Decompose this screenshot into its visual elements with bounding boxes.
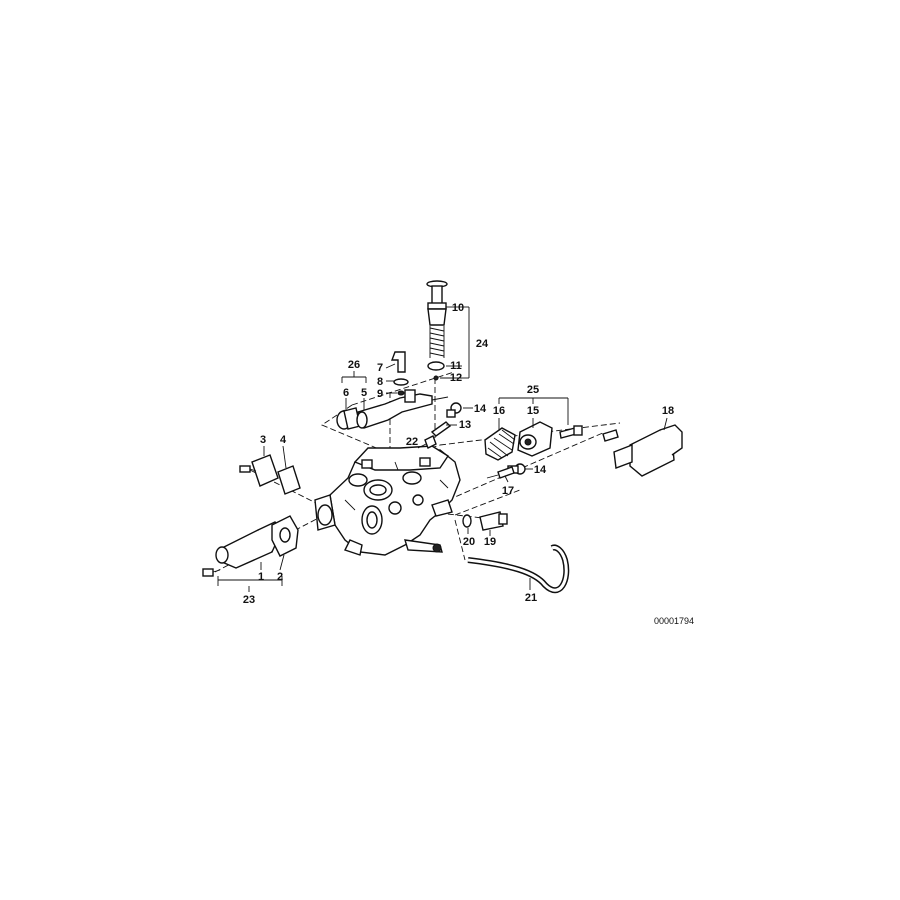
part-10-plunger <box>426 280 448 358</box>
part-screw-left-top <box>239 465 257 473</box>
part-18-solenoid <box>602 424 683 477</box>
callout-5: 5 <box>361 387 367 399</box>
part-19-fitting <box>479 511 508 531</box>
callout-brackets <box>217 306 668 592</box>
part-3-plate <box>251 454 279 487</box>
part-17-needle <box>486 466 515 479</box>
callout-13: 13 <box>459 419 471 431</box>
callout-21: 21 <box>525 592 537 604</box>
callout-20: 20 <box>463 536 475 548</box>
part-16-filter <box>484 427 516 461</box>
callout-24: 24 <box>476 338 489 350</box>
callout-12: 12 <box>450 372 462 384</box>
callout-labels: 1 2 23 3 4 26 6 5 7 8 9 10 24 11 12 25 1… <box>243 302 674 606</box>
part-20-washer <box>462 514 472 528</box>
callout-3: 3 <box>260 434 266 446</box>
callout-10: 10 <box>452 302 464 314</box>
callout-18: 18 <box>662 405 674 417</box>
part-21-hose <box>467 544 570 594</box>
part-5-shaft <box>356 389 449 429</box>
part-25-screw <box>559 425 583 439</box>
callout-9: 9 <box>377 388 383 400</box>
callout-19: 19 <box>484 536 496 548</box>
part-2-gasket <box>271 515 299 557</box>
part-7-elbow <box>390 351 406 373</box>
callout-23: 23 <box>243 594 255 606</box>
part-12-ball <box>433 375 439 381</box>
callout-8: 8 <box>377 376 383 388</box>
callout-14-top: 14 <box>474 403 487 415</box>
part-13-screw <box>430 421 452 437</box>
callout-1: 1 <box>258 571 264 583</box>
callout-25: 25 <box>527 384 539 396</box>
diagram-reference-number: 00001794 <box>654 616 694 626</box>
part-4-plate <box>277 465 301 495</box>
part-22-jet <box>424 435 437 449</box>
callout-14-right: 14 <box>534 464 547 476</box>
callout-17: 17 <box>502 485 514 497</box>
callout-11: 11 <box>450 360 462 372</box>
part-6-bushing <box>336 407 361 430</box>
callout-26: 26 <box>348 359 360 371</box>
part-9-washer <box>397 390 405 396</box>
part-15-housing <box>517 421 553 457</box>
carburetor-body <box>314 445 461 556</box>
callout-16: 16 <box>493 405 505 417</box>
part-14-screw-top <box>446 402 462 418</box>
callout-15: 15 <box>527 405 539 417</box>
part-11-washer <box>427 361 445 371</box>
callout-6: 6 <box>343 387 349 399</box>
part-screw-left-bottom <box>202 568 221 577</box>
callout-2: 2 <box>277 571 283 583</box>
callout-7: 7 <box>377 362 383 374</box>
callout-4: 4 <box>280 434 287 446</box>
part-8-ring <box>393 378 409 386</box>
callout-22: 22 <box>406 436 418 448</box>
